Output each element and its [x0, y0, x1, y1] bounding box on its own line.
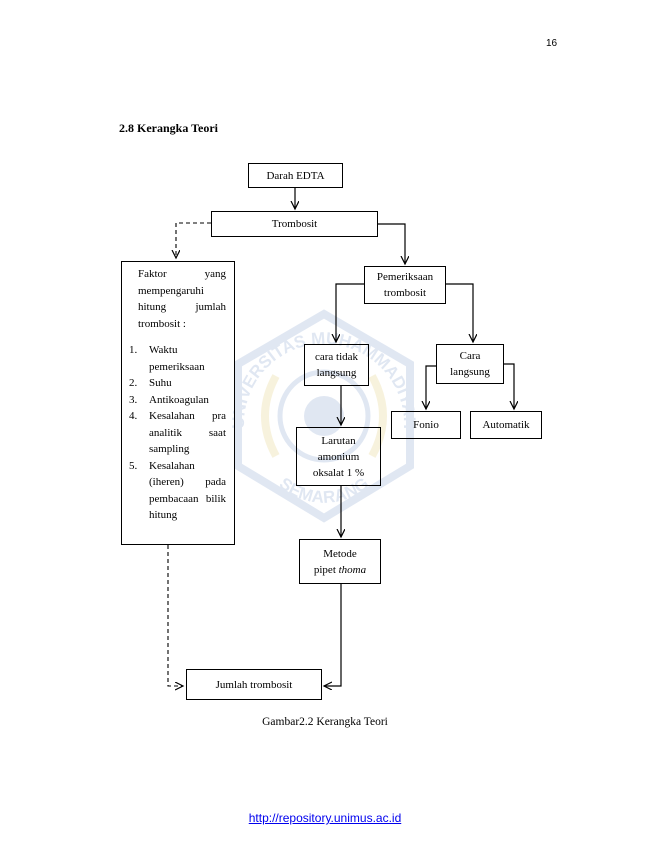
- factor-item: 5. Kesalahan (iheren) pada pembacaan bili…: [128, 458, 226, 524]
- factor-item-text: Antikoagulan: [149, 393, 209, 406]
- cara-tidak-langsung-line-2: langsung: [316, 367, 357, 379]
- figure-caption: Gambar2.2 Kerangka Teori: [262, 716, 388, 728]
- box-larutan-amonium-oksalat: Larutan amonium oksalat 1 %: [296, 427, 381, 486]
- larutan-line-3: oksalat 1 %: [312, 466, 365, 479]
- factor-item-number: 4.: [129, 410, 138, 422]
- arrow-metode-to-jumlah: [324, 584, 342, 686]
- factor-item-number: 1.: [129, 344, 138, 356]
- section-heading: 2.8 Kerangka Teori: [119, 121, 219, 135]
- factor-item-number: 2.: [129, 377, 138, 389]
- repository-link[interactable]: http://repository.unimus.ac.id: [248, 811, 402, 825]
- dashed-arrow-faktor-to-jumlah: [167, 545, 183, 686]
- metode-line-2-prefix: pipet: [313, 563, 339, 576]
- dashed-arrow-trombosit-to-faktor: [176, 222, 211, 258]
- box-trombosit-label: Trombosit: [271, 218, 318, 230]
- box-darah-edta: Darah EDTA: [248, 163, 343, 188]
- arrow-pemeriksaan-to-langsung: [446, 283, 473, 342]
- factor-item-number: 3.: [129, 393, 138, 406]
- factor-item-number: 5.: [129, 459, 138, 472]
- cara-langsung-line-2: langsung: [450, 366, 490, 378]
- cara-tidak-langsung-line-1: cara tidak: [314, 351, 359, 363]
- factor-list: 1. Waktu pemeriksaan 2. Suhu 3. Antikoagula…: [128, 342, 226, 524]
- box-cara-tidak-langsung: cara tidak langsung: [304, 344, 369, 386]
- arrow-langsung-to-automatik: [504, 363, 514, 409]
- factor-item-text: Kesalahan (iheren) pada pembacaan bilik …: [149, 459, 226, 522]
- box-cara-langsung: Cara langsung: [436, 344, 504, 384]
- cara-langsung-line-1: Cara: [459, 350, 481, 362]
- box-jumlah-trombosit: Jumlah trombosit: [186, 669, 322, 700]
- factor-item: 3. Antikoagulan: [128, 392, 226, 409]
- box-faktor-pengaruh: Faktor yang mempengaruhi hitung jumlah t…: [121, 261, 235, 545]
- larutan-line-2: amonium: [317, 450, 360, 463]
- university-logo-watermark: UNIVERSITAS MUHAMMADIYAH SEMARANG: [229, 309, 419, 523]
- box-jumlah-trombosit-label: Jumlah trombosit: [215, 678, 293, 691]
- box-metode-pipet-thoma: Metode pipet thoma: [299, 539, 381, 584]
- box-automatik-label: Automatik: [482, 419, 530, 431]
- factor-item: 1. Waktu pemeriksaan: [128, 342, 226, 375]
- pemeriksaan-line-1: Pemeriksaan: [376, 271, 434, 283]
- factor-item-text: Suhu: [149, 377, 172, 389]
- box-automatik: Automatik: [470, 411, 542, 439]
- box-trombosit: Trombosit: [211, 211, 378, 237]
- arrow-trombosit-to-pemeriksaan: [378, 223, 405, 264]
- pemeriksaan-line-2: trombosit: [383, 287, 427, 299]
- larutan-line-1: Larutan: [321, 434, 356, 447]
- page-number: 16: [546, 38, 558, 49]
- box-fonio: Fonio: [391, 411, 461, 439]
- factor-item-text: Kesalahan pra analitik saat sampling: [149, 410, 226, 455]
- factor-title: Faktor yang mempengaruhi hitung jumlah t…: [138, 268, 226, 330]
- metode-line-2-italic: thoma: [338, 563, 367, 576]
- arrow-langsung-to-fonio: [426, 365, 436, 409]
- box-fonio-label: Fonio: [413, 419, 439, 431]
- box-darah-edta-label: Darah EDTA: [266, 169, 325, 182]
- box-pemeriksaan-trombosit: Pemeriksaan trombosit: [364, 266, 446, 304]
- metode-line-1: Metode: [323, 547, 357, 560]
- factor-item-text: Waktu pemeriksaan: [149, 344, 205, 373]
- arrow-pemeriksaan-to-tidak-langsung: [336, 283, 364, 342]
- factor-item: 4. Kesalahan pra analitik saat sampling: [128, 408, 226, 458]
- factor-item: 2. Suhu: [128, 375, 226, 392]
- metode-line-2: pipet thoma: [314, 562, 366, 578]
